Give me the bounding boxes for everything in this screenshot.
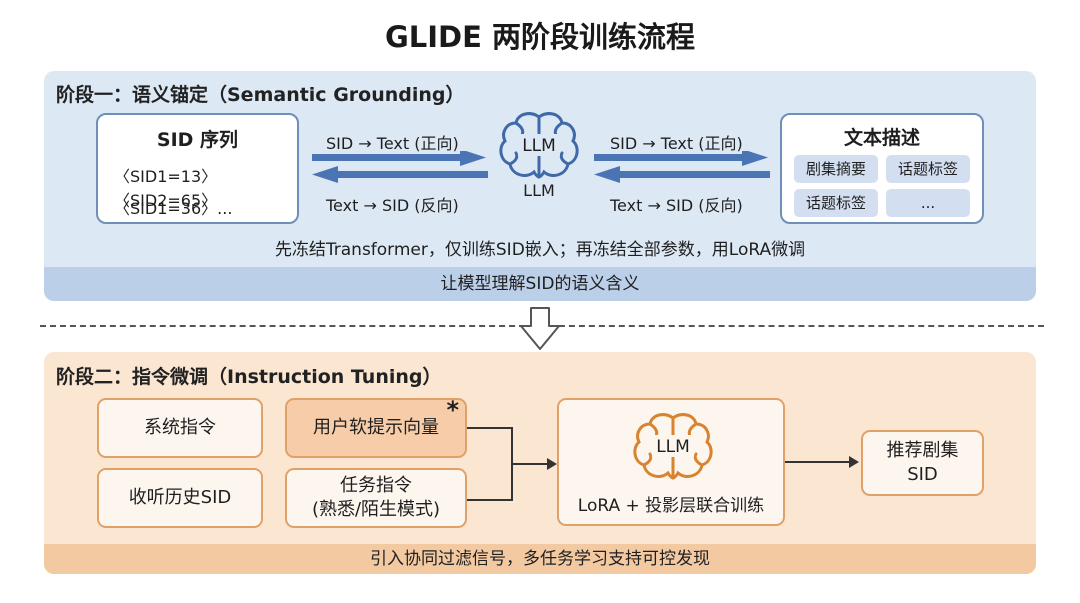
star-marker: * bbox=[446, 396, 459, 424]
brain-icon: LLM bbox=[633, 413, 713, 480]
soft-prompt-label: 用户软提示向量 bbox=[313, 417, 439, 438]
text-description-box: 文本描述 剧集摘要 话题标签 话题标签 ... bbox=[780, 113, 984, 224]
llm-label-stage1: LLM bbox=[523, 181, 555, 200]
stage2-footer: 引入协同过滤信号，多任务学习支持可控发现 bbox=[44, 544, 1036, 574]
reverse-label-right: Text → SID (反向) bbox=[610, 196, 743, 215]
task-instruction-line1: 任务指令 bbox=[340, 475, 412, 496]
left-arrow-icon bbox=[312, 166, 488, 183]
output-line1: 推荐剧集 bbox=[886, 440, 959, 461]
stage2-panel: 阶段二：指令微调（Instruction Tuning） 系统指令 收听历史SI… bbox=[44, 352, 1036, 574]
reverse-label-left: Text → SID (反向) bbox=[326, 196, 459, 215]
system-instruction-label: 系统指令 bbox=[144, 417, 216, 438]
sid-sequence-heading: SID 序列 bbox=[156, 129, 239, 151]
output-connector bbox=[785, 456, 859, 468]
left-arrows bbox=[312, 151, 488, 183]
llm-training-caption: LoRA + 投影层联合训练 bbox=[577, 496, 765, 516]
input-connector bbox=[467, 427, 557, 501]
listen-history-box: 收听历史SID bbox=[97, 468, 263, 528]
task-instruction-box: 任务指令 (熟悉/陌生模式) bbox=[285, 468, 467, 528]
llm-node-stage1: LLM LLM bbox=[496, 109, 582, 200]
listen-history-label: 收听历史SID bbox=[128, 487, 232, 508]
soft-prompt-box: 用户软提示向量 * bbox=[285, 398, 467, 458]
stage1-footer: 让模型理解SID的语义含义 bbox=[44, 267, 1036, 301]
stage1-panel: 阶段一：语义锚定（Semantic Grounding） SID 序列 〈SID… bbox=[44, 71, 1036, 301]
stage1-title: 阶段一：语义锚定（Semantic Grounding） bbox=[56, 84, 465, 106]
description-tag: ... bbox=[886, 189, 970, 217]
llm-icon-text: LLM bbox=[656, 437, 690, 457]
sid-sequence-box: SID 序列 〈SID1=13〉〈SID2=65〉 〈SID1=36〉... bbox=[96, 113, 299, 224]
description-tag: 话题标签 bbox=[886, 155, 970, 183]
stage1-note: 先冻结Transformer，仅训练SID嵌入；再冻结全部参数，用LoRA微调 bbox=[274, 240, 806, 260]
description-tag: 话题标签 bbox=[794, 189, 878, 217]
right-arrow-icon bbox=[312, 151, 486, 166]
task-instruction-line2: (熟悉/陌生模式) bbox=[311, 499, 441, 520]
arrowhead-icon bbox=[849, 456, 859, 468]
forward-label-right: SID → Text (正向) bbox=[610, 134, 743, 153]
forward-label-left: SID → Text (正向) bbox=[326, 134, 459, 153]
page-title: GLIDE 两阶段训练流程 bbox=[384, 20, 696, 54]
right-arrow-icon bbox=[594, 151, 768, 166]
sid-sequence-line: 〈SID1=13〉〈SID2=65〉 bbox=[114, 167, 218, 210]
text-description-heading: 文本描述 bbox=[843, 127, 920, 149]
right-arrows bbox=[594, 151, 770, 183]
description-tag: 剧集摘要 bbox=[794, 155, 878, 183]
llm-icon-text: LLM bbox=[522, 136, 556, 156]
stage2-title: 阶段二：指令微调（Instruction Tuning） bbox=[56, 366, 442, 388]
brain-icon: LLM bbox=[499, 112, 579, 179]
arrowhead-icon bbox=[547, 458, 557, 470]
down-arrow-icon bbox=[520, 307, 560, 350]
sid-sequence-line: 〈SID1=36〉... bbox=[114, 199, 233, 218]
recommended-episode-box: 推荐剧集 SID bbox=[861, 430, 984, 496]
system-instruction-box: 系统指令 bbox=[97, 398, 263, 458]
left-arrow-icon bbox=[594, 166, 770, 183]
llm-training-box: LLM LoRA + 投影层联合训练 bbox=[557, 398, 785, 526]
output-line2: SID bbox=[907, 464, 938, 485]
